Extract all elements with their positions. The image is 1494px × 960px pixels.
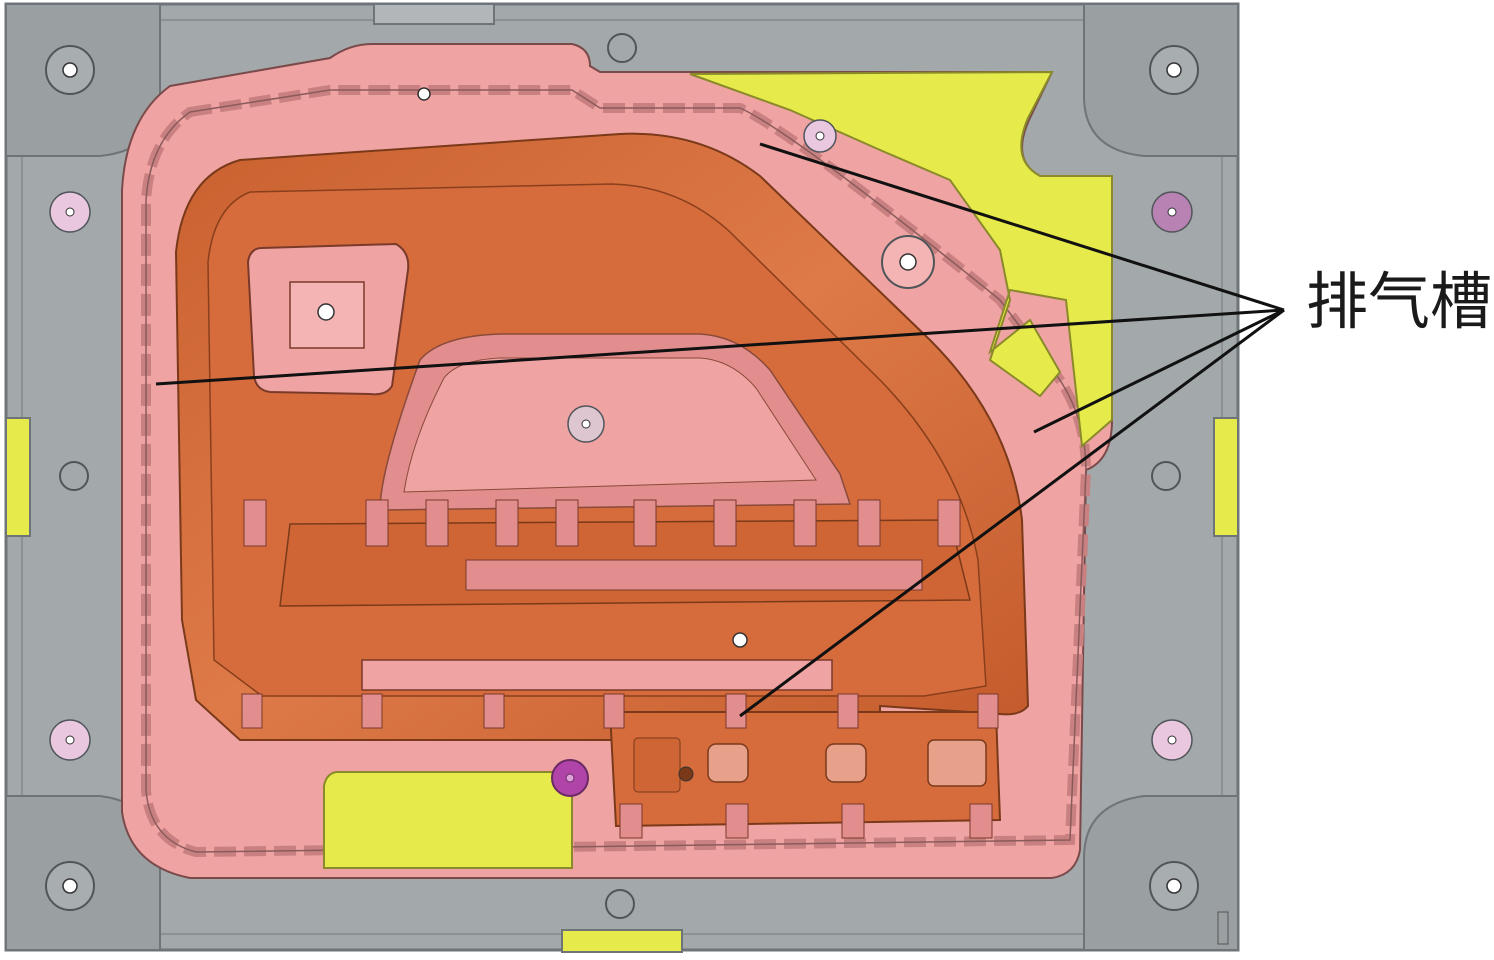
rib-tab [555, 499, 579, 547]
leader-line-2 [155, 308, 1285, 386]
yellow-insert-top-right [689, 70, 1113, 449]
rib-tab [361, 693, 383, 729]
rib-tab [725, 803, 749, 839]
lower-pocket-2 [825, 743, 867, 783]
bolt-hole-top-mid [607, 33, 637, 63]
rib-tab [969, 803, 993, 839]
yellow-insert-bottom [323, 771, 573, 869]
rib-tab [857, 499, 881, 547]
rib-tab [937, 499, 961, 547]
callout-leaders [155, 142, 1285, 718]
bottom-yellow-tab [561, 929, 683, 953]
cavity-pin-top [417, 87, 431, 101]
square-boss-center [289, 281, 365, 349]
rib-tab [425, 499, 449, 547]
core-window-inner [403, 357, 817, 493]
bolt-hole-right-mid [1151, 461, 1181, 491]
rib-tab [495, 499, 519, 547]
core-lower-panel [608, 711, 1002, 828]
rib-tab [619, 803, 643, 839]
rib-tab [633, 499, 657, 547]
cavity-pin-rib [732, 632, 748, 648]
cavity-pin-boss [317, 303, 335, 321]
lower-pocket-3 [927, 739, 987, 787]
left-yellow-tab [5, 417, 31, 537]
rib-tabs [241, 499, 999, 839]
rib-tab [793, 499, 817, 547]
right-yellow-tab [1213, 417, 1239, 537]
rib-band-lower [361, 659, 833, 691]
lower-pocket-4 [633, 737, 681, 793]
rib-tab [977, 693, 999, 729]
lower-pocket-1 [707, 743, 749, 783]
bolt-hole-bottom-mid [605, 889, 635, 919]
guide-pins [45, 33, 1199, 919]
rib-slot [465, 559, 923, 591]
vent-groove-label: 排气槽 [1306, 265, 1493, 338]
leader-line-1 [759, 142, 1285, 312]
lower-panel-pin [678, 766, 694, 782]
top-tab [373, 3, 495, 25]
rib-tab [725, 693, 747, 729]
rib-tab [243, 499, 267, 547]
rib-tab [365, 499, 389, 547]
rib-tab [841, 803, 865, 839]
leader-line-4 [739, 308, 1285, 718]
leader-line-3 [1033, 308, 1285, 434]
rib-tab [713, 499, 737, 547]
rib-tab [837, 693, 859, 729]
orange-core [174, 132, 1030, 828]
engraving-mark [1217, 911, 1229, 945]
rib-tab [241, 693, 263, 729]
rib-tab [483, 693, 505, 729]
bolt-hole-left-mid [59, 461, 89, 491]
rib-tab [603, 693, 625, 729]
